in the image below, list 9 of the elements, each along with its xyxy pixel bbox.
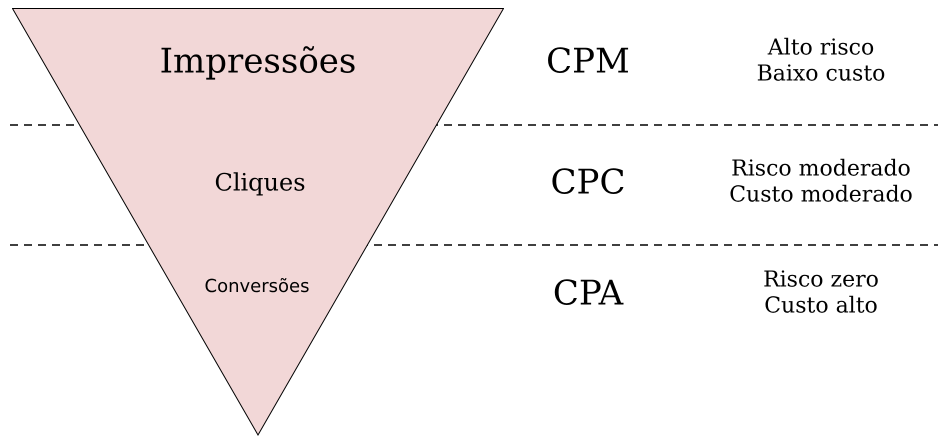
pricing-model-label: CPM [546, 42, 630, 82]
funnel-stage-label: Cliques [214, 168, 306, 198]
risk-cost-note: Alto risco Baixo custo [756, 36, 886, 88]
pricing-model-label: CPC [550, 162, 626, 204]
risk-cost-note: Risco moderado Custo moderado [729, 156, 913, 210]
funnel-stage-label: Conversões [204, 276, 310, 298]
risk-cost-note: Risco zero Custo alto [763, 268, 879, 320]
funnel-stage-label: Impressões [160, 42, 356, 82]
pricing-model-label: CPA [552, 274, 624, 314]
